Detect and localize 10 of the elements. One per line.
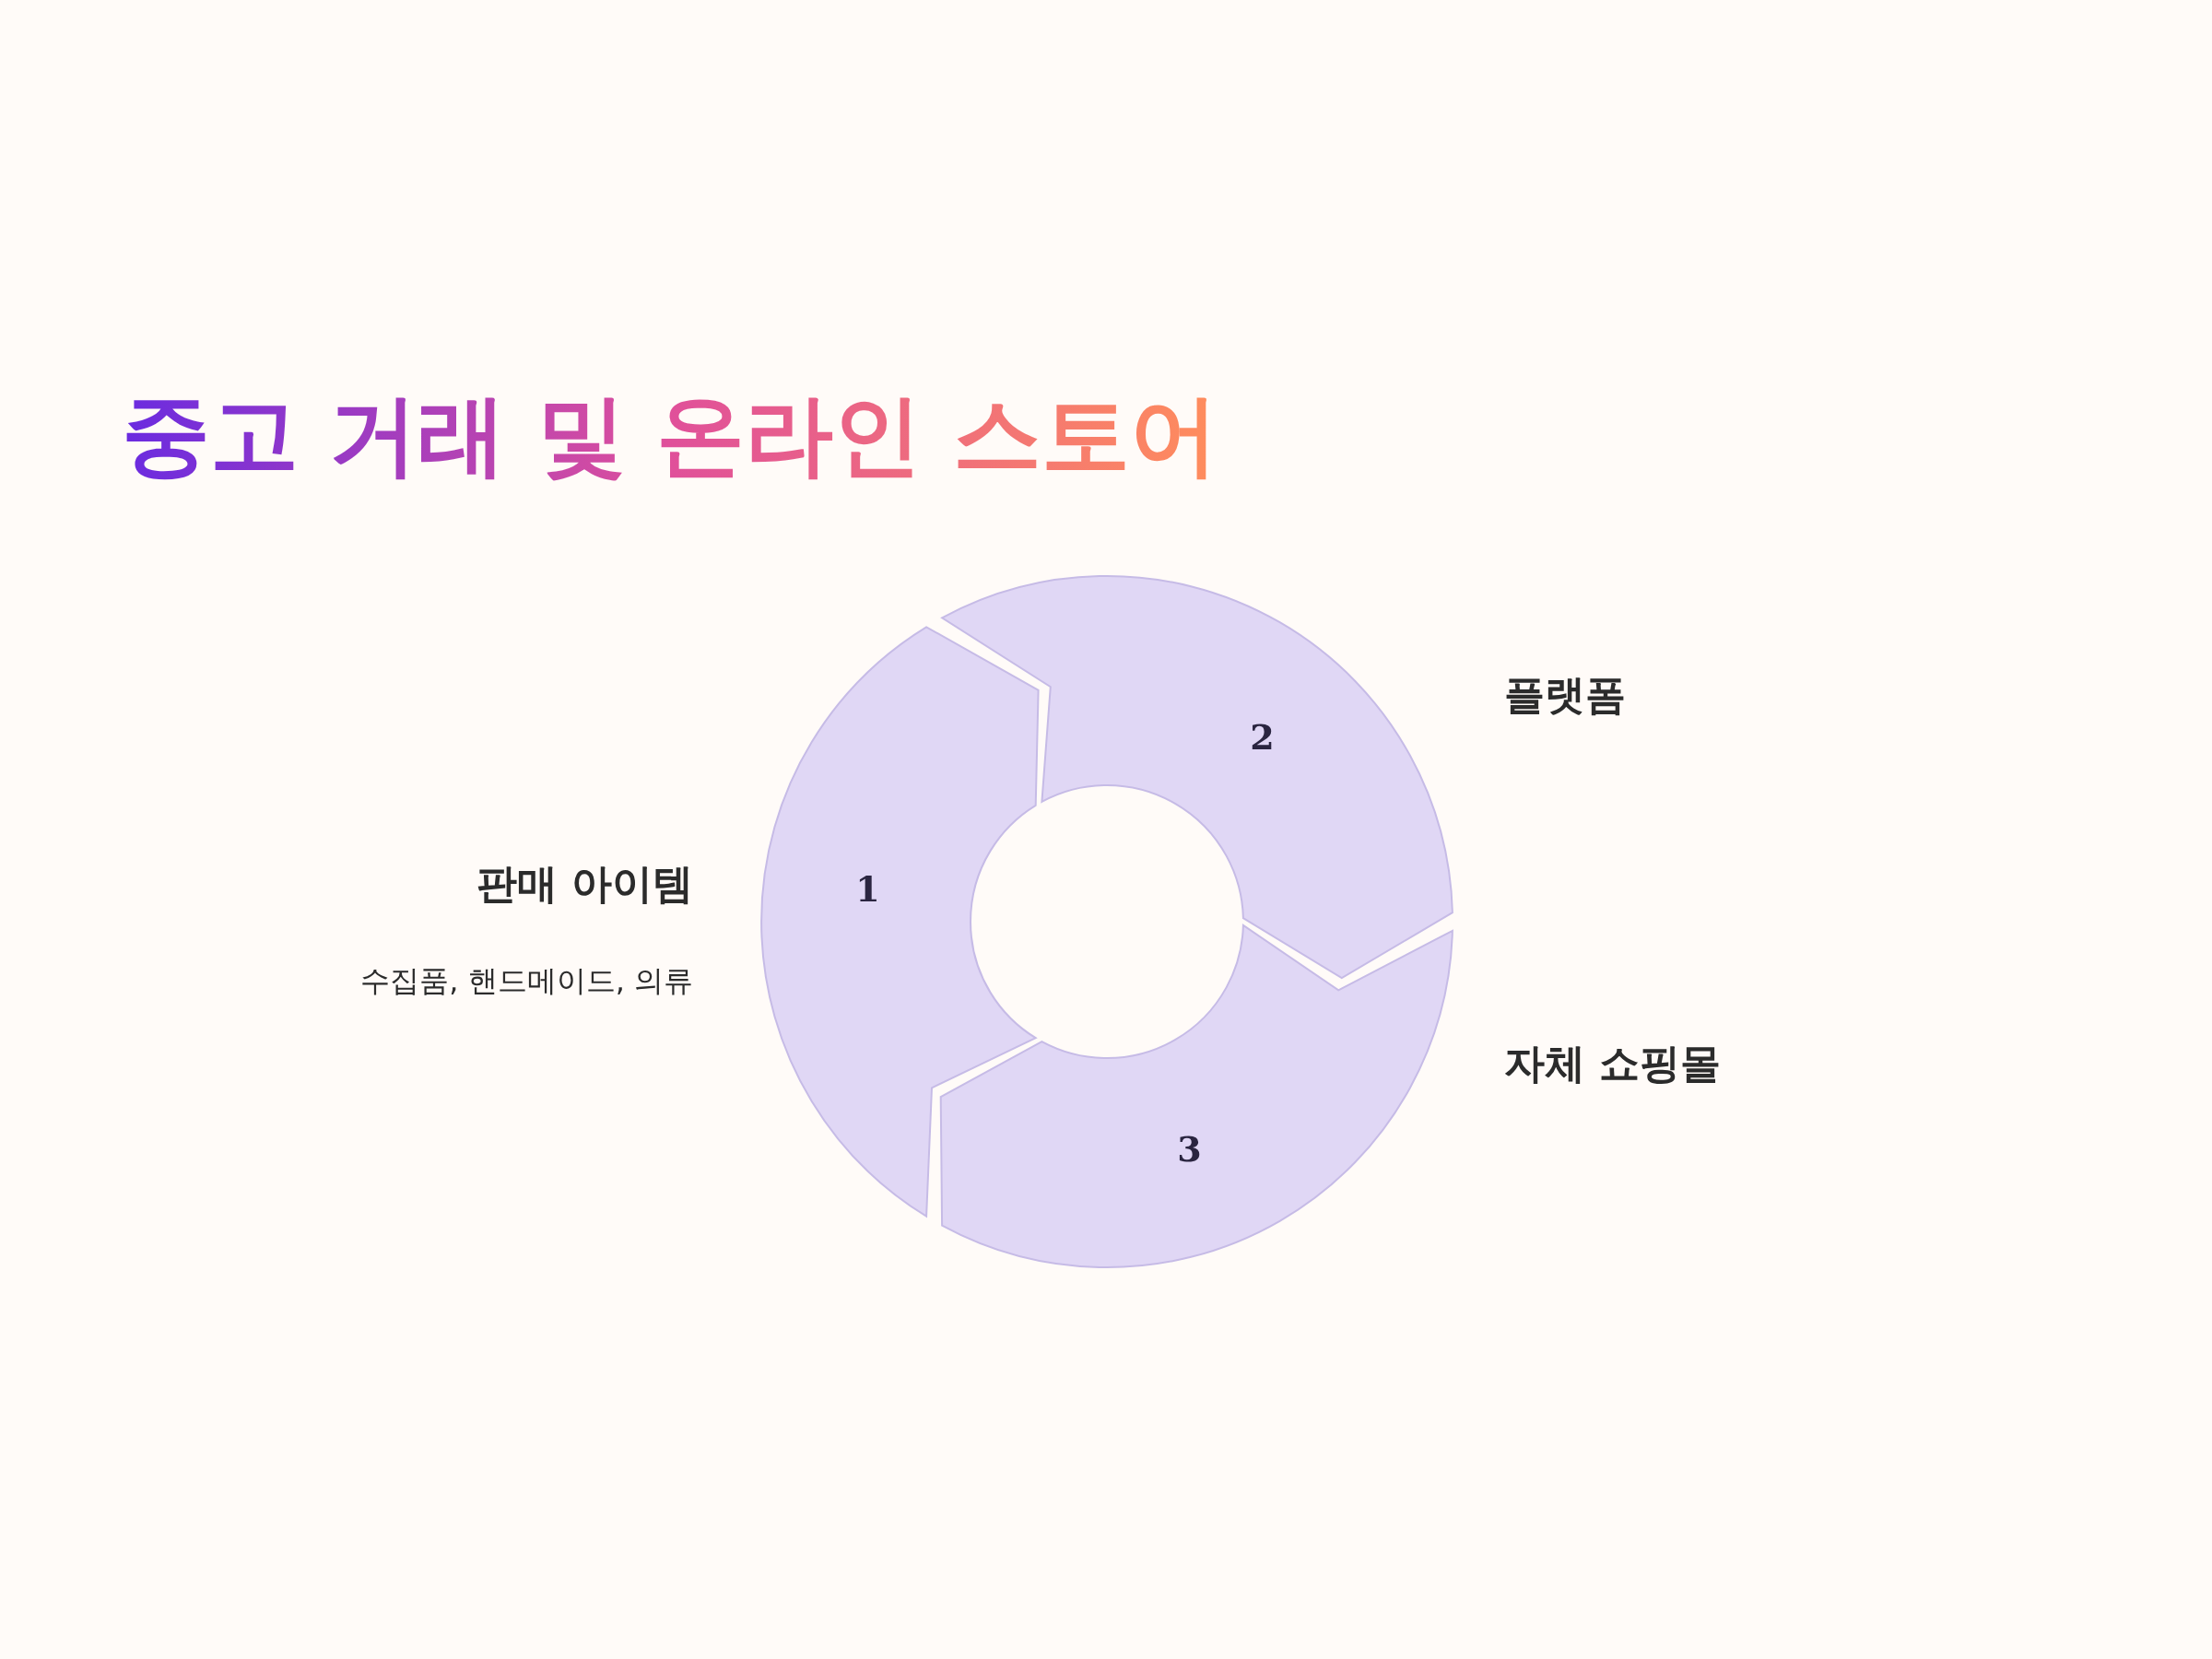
segment-heading: 자체 쇼핑몰 (1504, 1039, 1722, 1088)
donut-segment (760, 626, 1040, 1218)
donut-segment (939, 924, 1453, 1268)
segment-number: 2 (1250, 715, 1275, 758)
segment-number: 1 (855, 867, 880, 910)
segment-heading: 판매 아이템 (476, 859, 693, 909)
donut-segment (941, 575, 1453, 980)
segment-heading: 플랫폼 (1504, 670, 1626, 720)
segment-number: 3 (1177, 1127, 1202, 1170)
segment-description: 수집품, 핸드메이드, 의류 (360, 962, 693, 1000)
